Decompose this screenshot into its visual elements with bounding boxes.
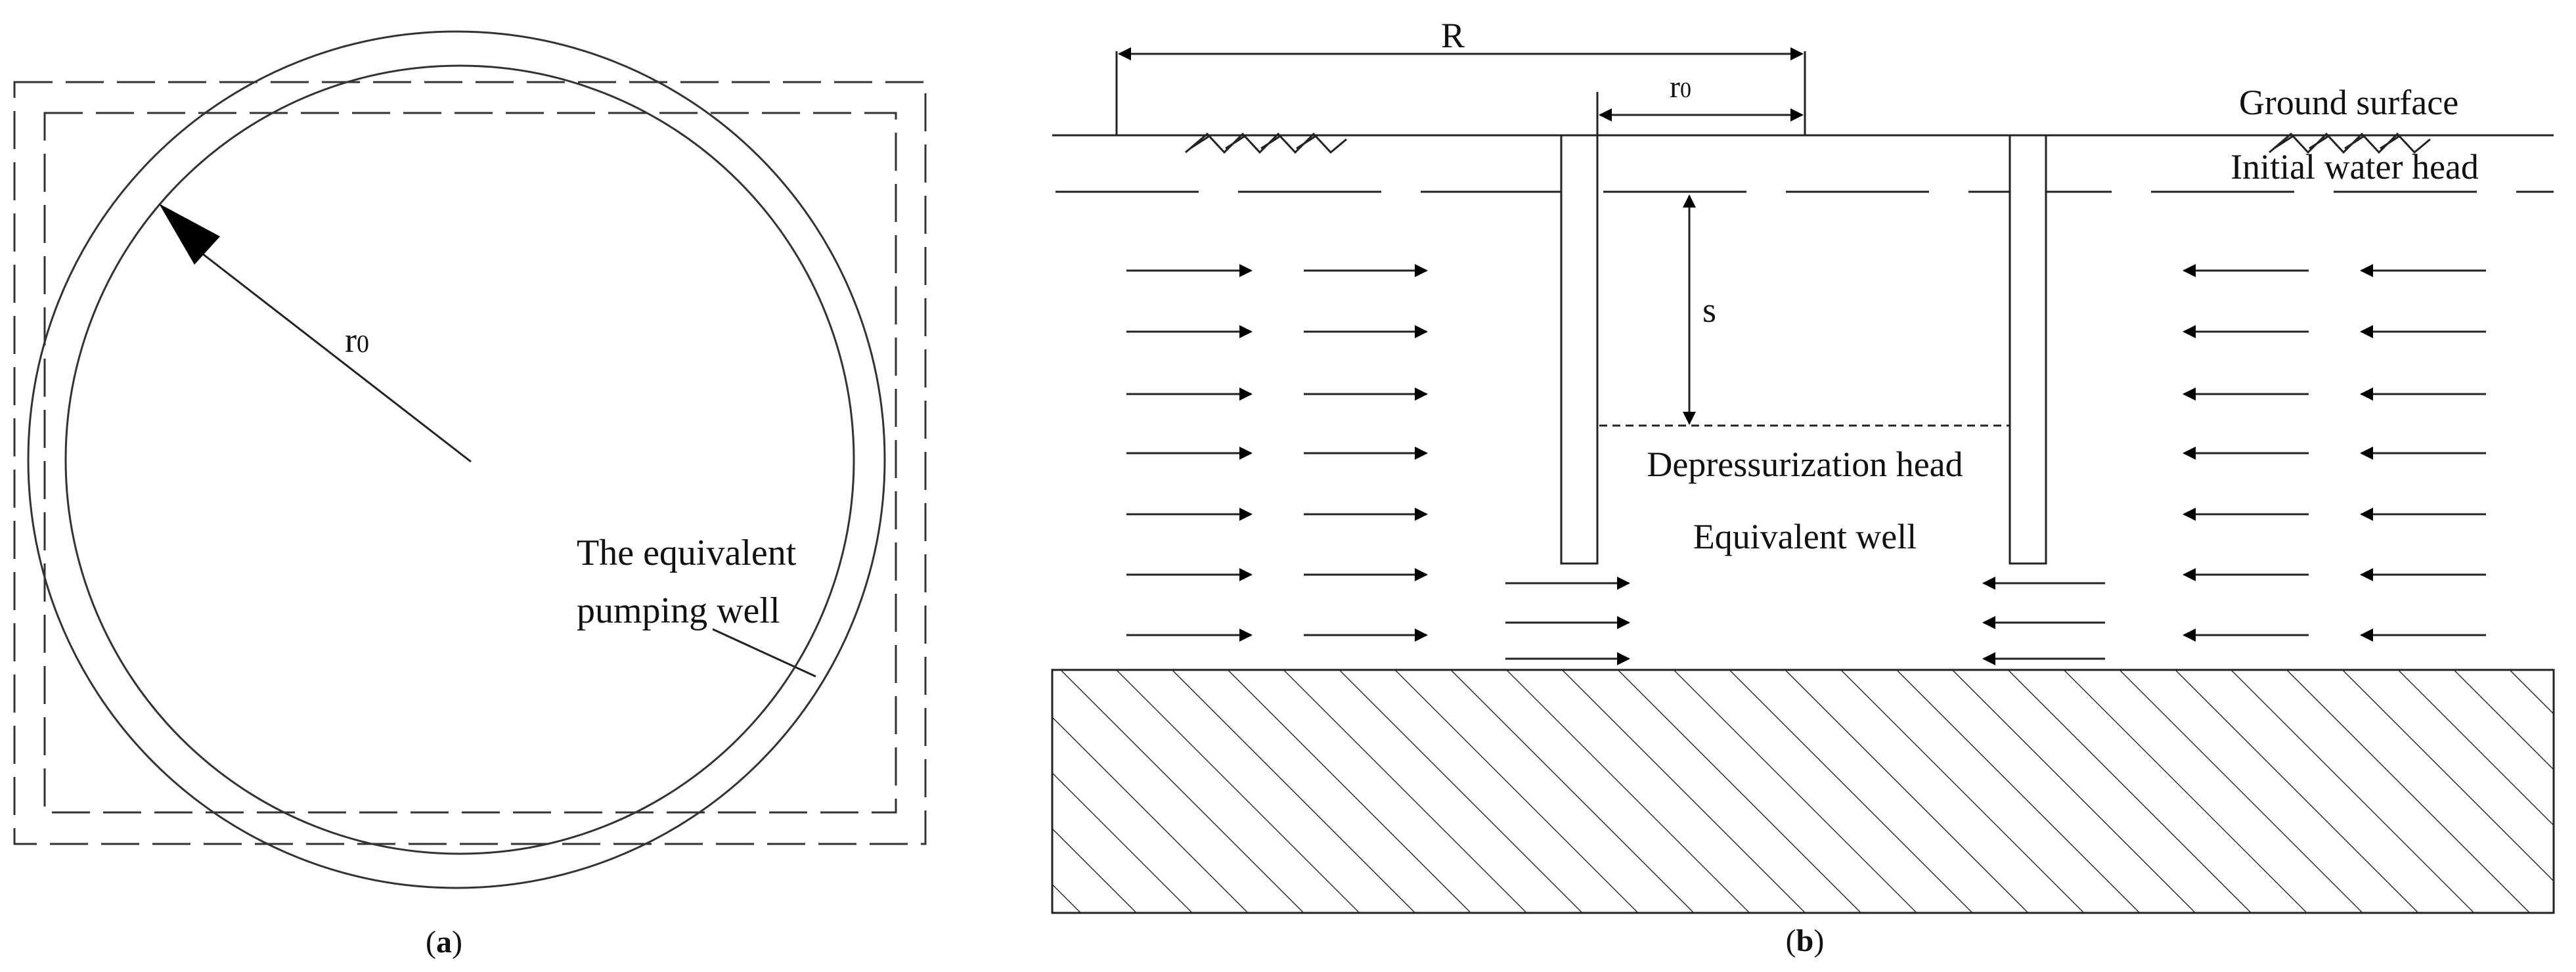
equivalent-well-label-line2: pumping well — [577, 590, 780, 631]
inner-dashed-square — [43, 112, 897, 814]
flow-arrows — [1126, 264, 2486, 665]
left-well-casing — [1560, 134, 1599, 565]
equivalent-well-label: Equivalent well — [1693, 517, 1917, 556]
initial-water-head-label: Initial water head — [2231, 147, 2479, 187]
impermeable-layer — [1051, 669, 2555, 914]
outer-circle — [27, 30, 886, 889]
caption-a: (a) — [426, 925, 462, 960]
panel-b: R r0 Ground surface Initial water head s… — [1051, 16, 2555, 958]
well-label-leader — [712, 628, 816, 678]
equivalent-well-label-line1: The equivalent — [577, 533, 797, 573]
influence-radius-label: R — [1441, 16, 1465, 55]
panel-a: r0 The equivalent pumping well (a) — [13, 30, 927, 960]
caption-b: (b) — [1786, 923, 1825, 958]
well-radius-label: r0 — [1670, 70, 1691, 104]
radius-label: r0 — [345, 320, 369, 360]
soil-symbol-right — [2269, 132, 2431, 154]
outer-dashed-square — [13, 81, 927, 845]
ground-surface-label: Ground surface — [2239, 83, 2458, 122]
drawdown-label: s — [1702, 290, 1716, 330]
inner-circle — [64, 64, 855, 855]
radius-line — [196, 248, 472, 463]
depressurization-head-label: Depressurization head — [1647, 445, 1963, 484]
radius-arrowhead — [159, 204, 220, 265]
soil-symbol-left — [1185, 132, 1347, 154]
right-well-casing — [2009, 134, 2047, 565]
